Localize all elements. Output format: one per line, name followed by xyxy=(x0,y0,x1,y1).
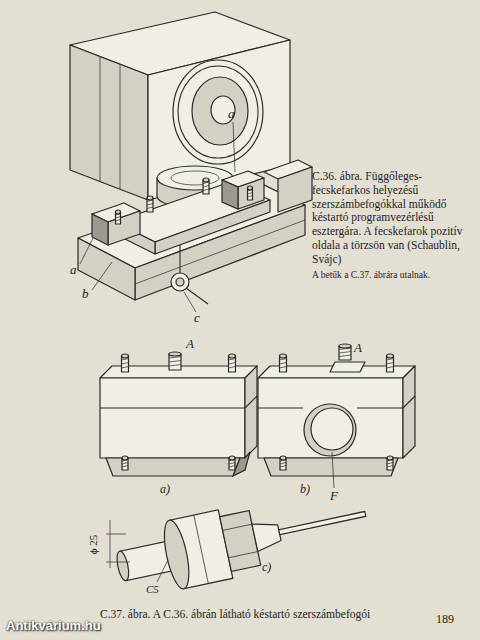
bolt xyxy=(116,210,121,224)
holder-c-drawing xyxy=(111,480,373,601)
bolt xyxy=(169,352,181,370)
part-letter: b xyxy=(82,286,89,302)
bolt xyxy=(122,456,128,470)
part-letter: c xyxy=(194,310,200,326)
subfigure-label: a) xyxy=(160,482,170,496)
part-letter: a xyxy=(228,106,235,122)
watermark: Antikvárium.hu xyxy=(6,618,101,634)
tool-post-drawing xyxy=(70,12,312,312)
bolt xyxy=(229,354,236,372)
subfigure-label: b) xyxy=(300,482,310,496)
part-letter: C5 xyxy=(146,583,159,596)
bolt xyxy=(387,456,393,470)
part-letter: A xyxy=(354,340,362,356)
holder-b-drawing xyxy=(258,362,415,488)
bolt xyxy=(280,354,287,372)
holder-a-drawing xyxy=(100,366,257,476)
part-letter: a xyxy=(70,262,77,278)
bolt xyxy=(122,354,129,372)
figure-caption: C.37. ábra. A C.36. ábrán látható késtar… xyxy=(100,608,400,622)
bolt xyxy=(203,178,209,194)
bolt xyxy=(229,456,235,470)
subfigure-label: c) xyxy=(262,560,271,574)
bolt xyxy=(147,196,153,212)
dimension-label: ϕ 25 xyxy=(87,535,100,555)
part-letter: F xyxy=(330,488,338,504)
caption-note: A betűk a C.37. ábrára utalnak. xyxy=(312,270,472,281)
bolt xyxy=(339,344,351,360)
figure-caption: C.36. ábra. Függőleges-fecskefarkos hely… xyxy=(312,170,472,267)
bolt xyxy=(280,456,286,470)
bolt xyxy=(387,354,394,372)
part-letter: A xyxy=(186,336,194,352)
dimension-lines xyxy=(106,520,168,582)
bolt xyxy=(248,186,253,200)
page-number: 189 xyxy=(436,612,454,626)
